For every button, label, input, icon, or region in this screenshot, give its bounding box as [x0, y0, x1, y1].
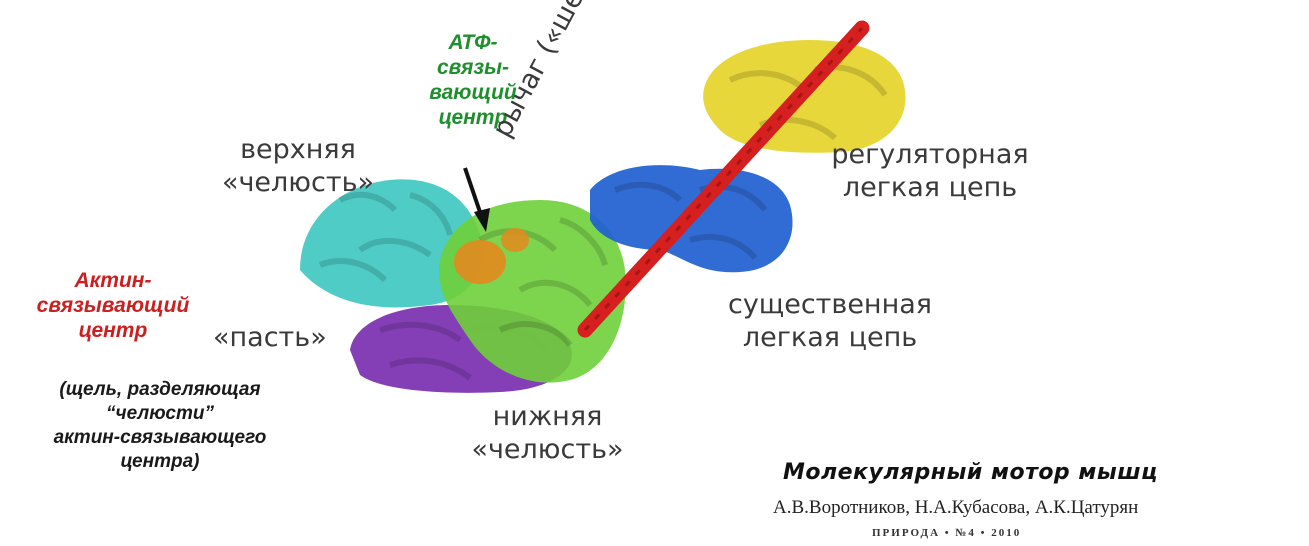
article-authors: А.В.Воротников, Н.А.Кубасова, А.К.Цатуря… — [773, 497, 1139, 518]
mouth-label: «пасть» — [213, 322, 327, 353]
upper-jaw-label-line: верхняя — [240, 134, 356, 165]
atp-label-line: центр — [438, 106, 508, 129]
regulatory-label-line: легкая цепь — [842, 172, 1018, 203]
lower-jaw-label: нижняя «челюсть» — [455, 400, 640, 466]
cleft-note-line: центра) — [120, 451, 200, 472]
atp-label-line: вающий — [429, 81, 517, 104]
journal-citation: ПРИРОДА • №4 • 2010 — [872, 527, 1022, 539]
upper-jaw-label: верхняя «челюсть» — [198, 133, 398, 199]
article-title: Молекулярный мотор мышц — [783, 460, 1158, 485]
actin-label-line: центр — [78, 319, 148, 342]
actin-label-line: Актин- — [74, 269, 152, 292]
regulatory-label-line: регуляторная — [831, 139, 1029, 170]
upper-jaw-domain — [300, 179, 483, 308]
cleft-note-line: “челюсти” — [106, 403, 214, 424]
atp-label-line: АТФ- — [448, 31, 498, 54]
cleft-note-label: (щель, разделяющая “челюсти” актин-связы… — [20, 378, 300, 474]
essential-label-line: легкая цепь — [742, 322, 918, 353]
actin-label-line: связывающий — [36, 294, 190, 317]
atp-binding-center-label: АТФ- связы- вающий центр — [418, 30, 528, 130]
atp-binding-site — [454, 228, 529, 284]
lower-jaw-label-line: нижняя — [492, 401, 603, 432]
cleft-note-line: актин-связывающего — [53, 427, 267, 448]
atp-label-line: связы- — [436, 56, 510, 79]
actin-binding-center-label: Актин- связывающий центр — [28, 268, 198, 343]
essential-light-chain-label: существенная легкая цепь — [705, 288, 955, 354]
lower-jaw-label-line: «челюсть» — [471, 434, 624, 465]
essential-label-line: существенная — [727, 289, 933, 320]
atp-pointer-arrow — [463, 167, 490, 232]
lever-arm-helix — [577, 20, 870, 338]
regulatory-light-chain-label: регуляторная легкая цепь — [810, 138, 1050, 204]
cleft-note-line: (щель, разделяющая — [59, 379, 261, 400]
upper-jaw-label-line: «челюсть» — [221, 167, 375, 198]
